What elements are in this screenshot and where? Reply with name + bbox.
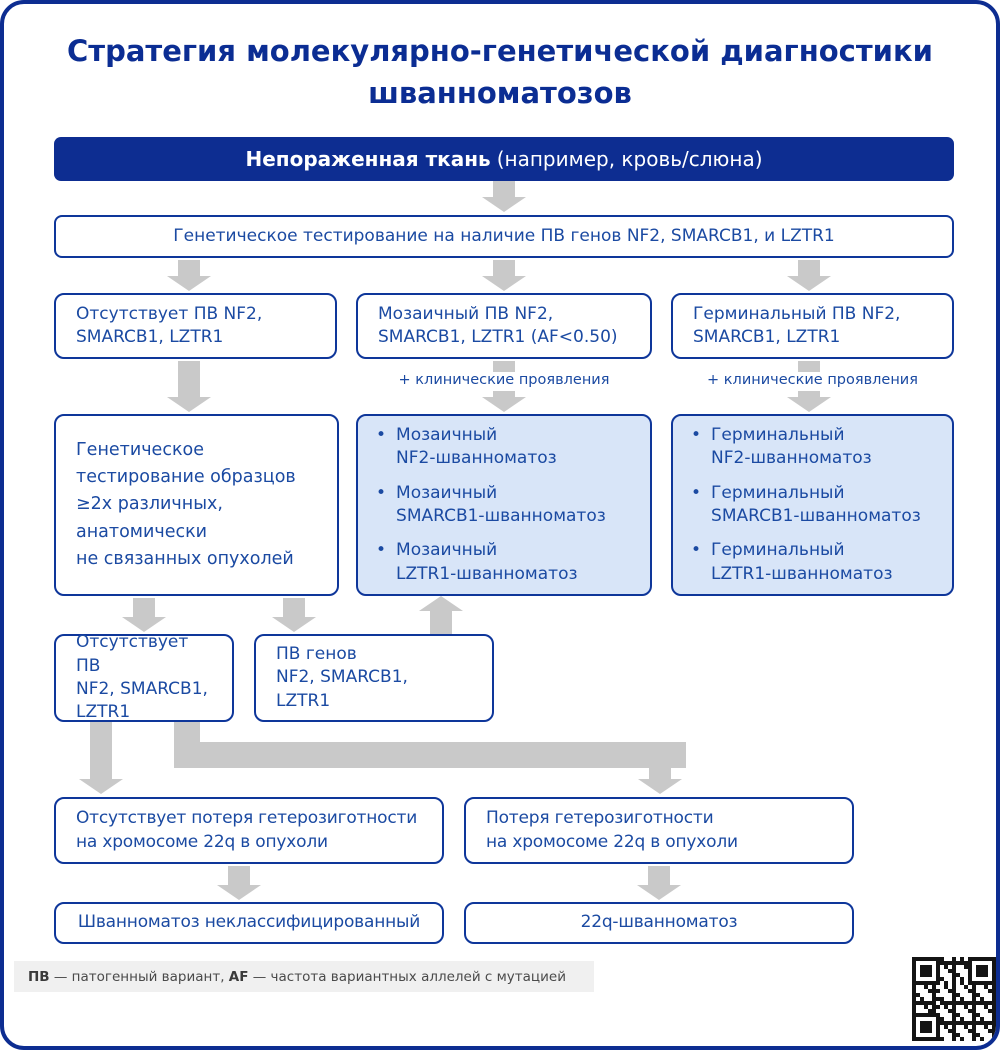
- box-unaffected-tissue: Непораженная ткань (например, кровь/слюн…: [54, 137, 954, 181]
- down-arrow: [787, 391, 831, 412]
- bullet-icon: [691, 424, 701, 471]
- connector-stub: [798, 361, 820, 372]
- down-arrow: [638, 768, 682, 794]
- up-arrow: [419, 596, 463, 634]
- down-arrow: [637, 866, 681, 900]
- box-mosaic-pv: Мозаичный ПВ NF2, SMARCB1, LZTR1 (AF<0.5…: [356, 293, 652, 359]
- down-arrow: [482, 181, 526, 212]
- box-loh: Потеря гетерозиготности на хромосоме 22q…: [464, 797, 854, 864]
- down-arrow: [79, 722, 123, 794]
- down-arrow: [482, 391, 526, 412]
- unaffected-tissue-note: (например, кровь/слюна): [496, 147, 763, 171]
- footnote: ПВ — патогенный вариант, AF — частота ва…: [14, 961, 594, 992]
- bullet-icon: [376, 482, 386, 529]
- box-no-pv-tumor: Отсутствует ПВ NF2, SMARCB1, LZTR1: [54, 632, 234, 722]
- connector-stub: [493, 361, 515, 372]
- box-genetic-testing: Генетическое тестирование на наличие ПВ …: [54, 215, 954, 258]
- down-arrow: [217, 866, 261, 900]
- down-arrow: [272, 598, 316, 632]
- down-arrow: [167, 361, 211, 412]
- unaffected-tissue-bold: Непораженная ткань: [245, 147, 491, 171]
- clinical-note-mosaic: + клинические проявления: [398, 372, 610, 388]
- qr-code: [912, 957, 996, 1041]
- bullet-icon: [376, 424, 386, 471]
- box-no-loh: Отсутствует потеря гетерозиготности на х…: [54, 797, 444, 864]
- box-22q-schwannomatosis: 22q-шванноматоз: [464, 902, 854, 944]
- page-title-line1: Стратегия молекулярно-генетической диагн…: [66, 34, 933, 68]
- bullet-icon: [691, 482, 701, 529]
- down-arrow: [167, 260, 211, 291]
- page-title-line2: шванноматозов: [368, 76, 632, 111]
- box-germline-pv: Герминальный ПВ NF2, SMARCB1, LZTR1: [671, 293, 954, 359]
- box-pv-genes: ПВ генов NF2, SMARCB1, LZTR1: [254, 634, 494, 722]
- clinical-note-germline: + клинические проявления: [707, 372, 918, 388]
- down-arrow: [787, 260, 831, 291]
- box-tumor-testing: Генетическое тестирование образцов ≥2х р…: [54, 414, 339, 596]
- box-no-pv: Отсутствует ПВ NF2, SMARCB1, LZTR1: [54, 293, 337, 359]
- elbow-connector-bar: [174, 742, 686, 768]
- page-title: Стратегия молекулярно-генетической диагн…: [4, 30, 996, 114]
- box-unclassified-schwannomatosis: Шванноматоз неклассифицированный: [54, 902, 444, 944]
- down-arrow: [122, 598, 166, 632]
- genetic-testing-label: Генетическое тестирование на наличие ПВ …: [173, 225, 835, 246]
- bullet-icon: [691, 539, 701, 586]
- bullet-icon: [376, 539, 386, 586]
- down-arrow: [482, 260, 526, 291]
